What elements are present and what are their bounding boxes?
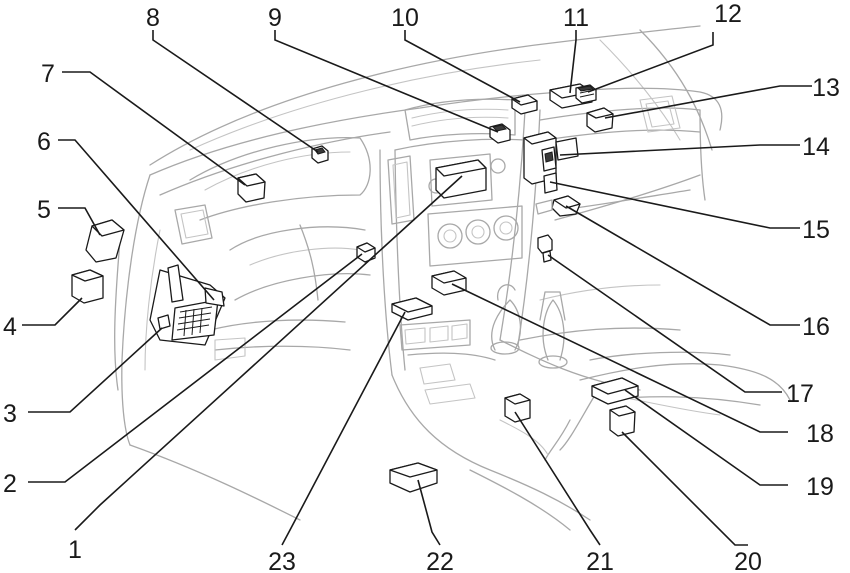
component-15-relay: [541, 146, 558, 194]
leader-line-11: [569, 30, 577, 94]
leader-line-2: [28, 253, 363, 483]
callout-label-7: 7: [41, 60, 55, 88]
callout-label-13: 13: [812, 74, 840, 102]
callout-labels: 1 2 3 4 5 6 7 8 9 10 11 12 13 14 15 16 1…: [3, 0, 840, 573]
callout-label-20: 20: [734, 548, 762, 573]
leader-line-12: [587, 32, 714, 93]
callout-label-21: 21: [586, 548, 614, 573]
leader-line-23: [281, 311, 406, 546]
leader-line-19: [624, 389, 788, 486]
callout-label-9: 9: [268, 4, 282, 32]
callout-label-18: 18: [806, 420, 834, 448]
component-4-relay: [71, 269, 104, 304]
leader-line-8: [152, 30, 319, 153]
leader-line-5: [58, 207, 101, 236]
leader-line-13: [604, 85, 812, 119]
callout-label-23: 23: [268, 548, 296, 573]
callout-label-16: 16: [802, 313, 830, 341]
callout-label-5: 5: [37, 196, 51, 224]
components: [71, 83, 639, 493]
callout-label-1: 1: [68, 536, 82, 564]
leader-line-6: [58, 139, 215, 301]
callout-label-11: 11: [563, 4, 589, 32]
component-16-relay: [535, 195, 581, 217]
component-2-relay: [356, 242, 376, 263]
callout-label-8: 8: [146, 4, 160, 32]
leader-line-10: [404, 30, 521, 103]
callout-label-10: 10: [391, 4, 419, 32]
leader-line-3: [28, 327, 163, 413]
leader-line-17: [547, 254, 782, 393]
component-21-connector: [504, 393, 531, 423]
callout-label-14: 14: [802, 133, 830, 161]
component-20-relay: [609, 405, 636, 437]
component-17-connector: [537, 234, 553, 263]
component-3-connector: [157, 314, 171, 330]
leader-lines: [22, 30, 812, 546]
leader-line-20: [621, 431, 748, 546]
component-9-connector: [489, 123, 511, 144]
leader-line-22: [417, 479, 441, 546]
component-19-module: [591, 377, 639, 405]
component-18-relay: [431, 270, 467, 296]
leader-line-7: [62, 71, 246, 186]
leader-line-15: [549, 181, 800, 229]
component-12-connector: [575, 84, 597, 104]
callout-label-19: 19: [806, 473, 834, 501]
leader-line-9: [274, 30, 499, 133]
callout-label-15: 15: [802, 216, 830, 244]
component-7-module: [237, 173, 266, 203]
callout-label-12: 12: [714, 0, 742, 28]
leader-line-14: [559, 144, 800, 156]
component-13-relay: [586, 107, 614, 133]
component-8-connector: [311, 145, 329, 164]
leader-line-21: [514, 411, 601, 546]
callout-label-3: 3: [3, 400, 17, 428]
component-23-module: [391, 297, 433, 321]
callout-label-6: 6: [37, 128, 51, 156]
leader-line-1: [74, 175, 463, 531]
leader-line-18: [451, 283, 788, 433]
callout-label-17: 17: [786, 380, 814, 408]
leader-line-16: [565, 205, 800, 326]
callout-label-22: 22: [426, 548, 454, 573]
component-10-relay: [511, 94, 538, 115]
component-6-junction-block: [149, 264, 226, 346]
callout-label-2: 2: [3, 470, 17, 498]
callout-label-4: 4: [3, 313, 17, 341]
component-5-relay: [85, 219, 125, 263]
component-22-module: [389, 462, 438, 493]
leader-line-4: [22, 297, 83, 326]
